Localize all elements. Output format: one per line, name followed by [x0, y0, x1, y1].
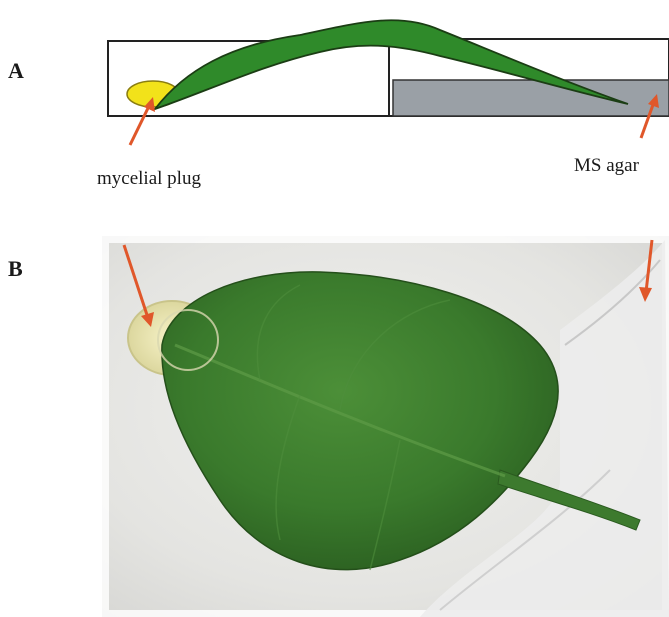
panel-b-photo — [102, 236, 669, 617]
panel-label-a: A — [8, 58, 24, 84]
ms-agar-block — [393, 80, 669, 116]
ms-agar-label: MS agar — [574, 155, 639, 177]
panel-a-diagram — [108, 20, 669, 145]
panel-label-b: B — [8, 256, 23, 282]
mycelial-plug-label: mycelial plug — [97, 168, 201, 190]
